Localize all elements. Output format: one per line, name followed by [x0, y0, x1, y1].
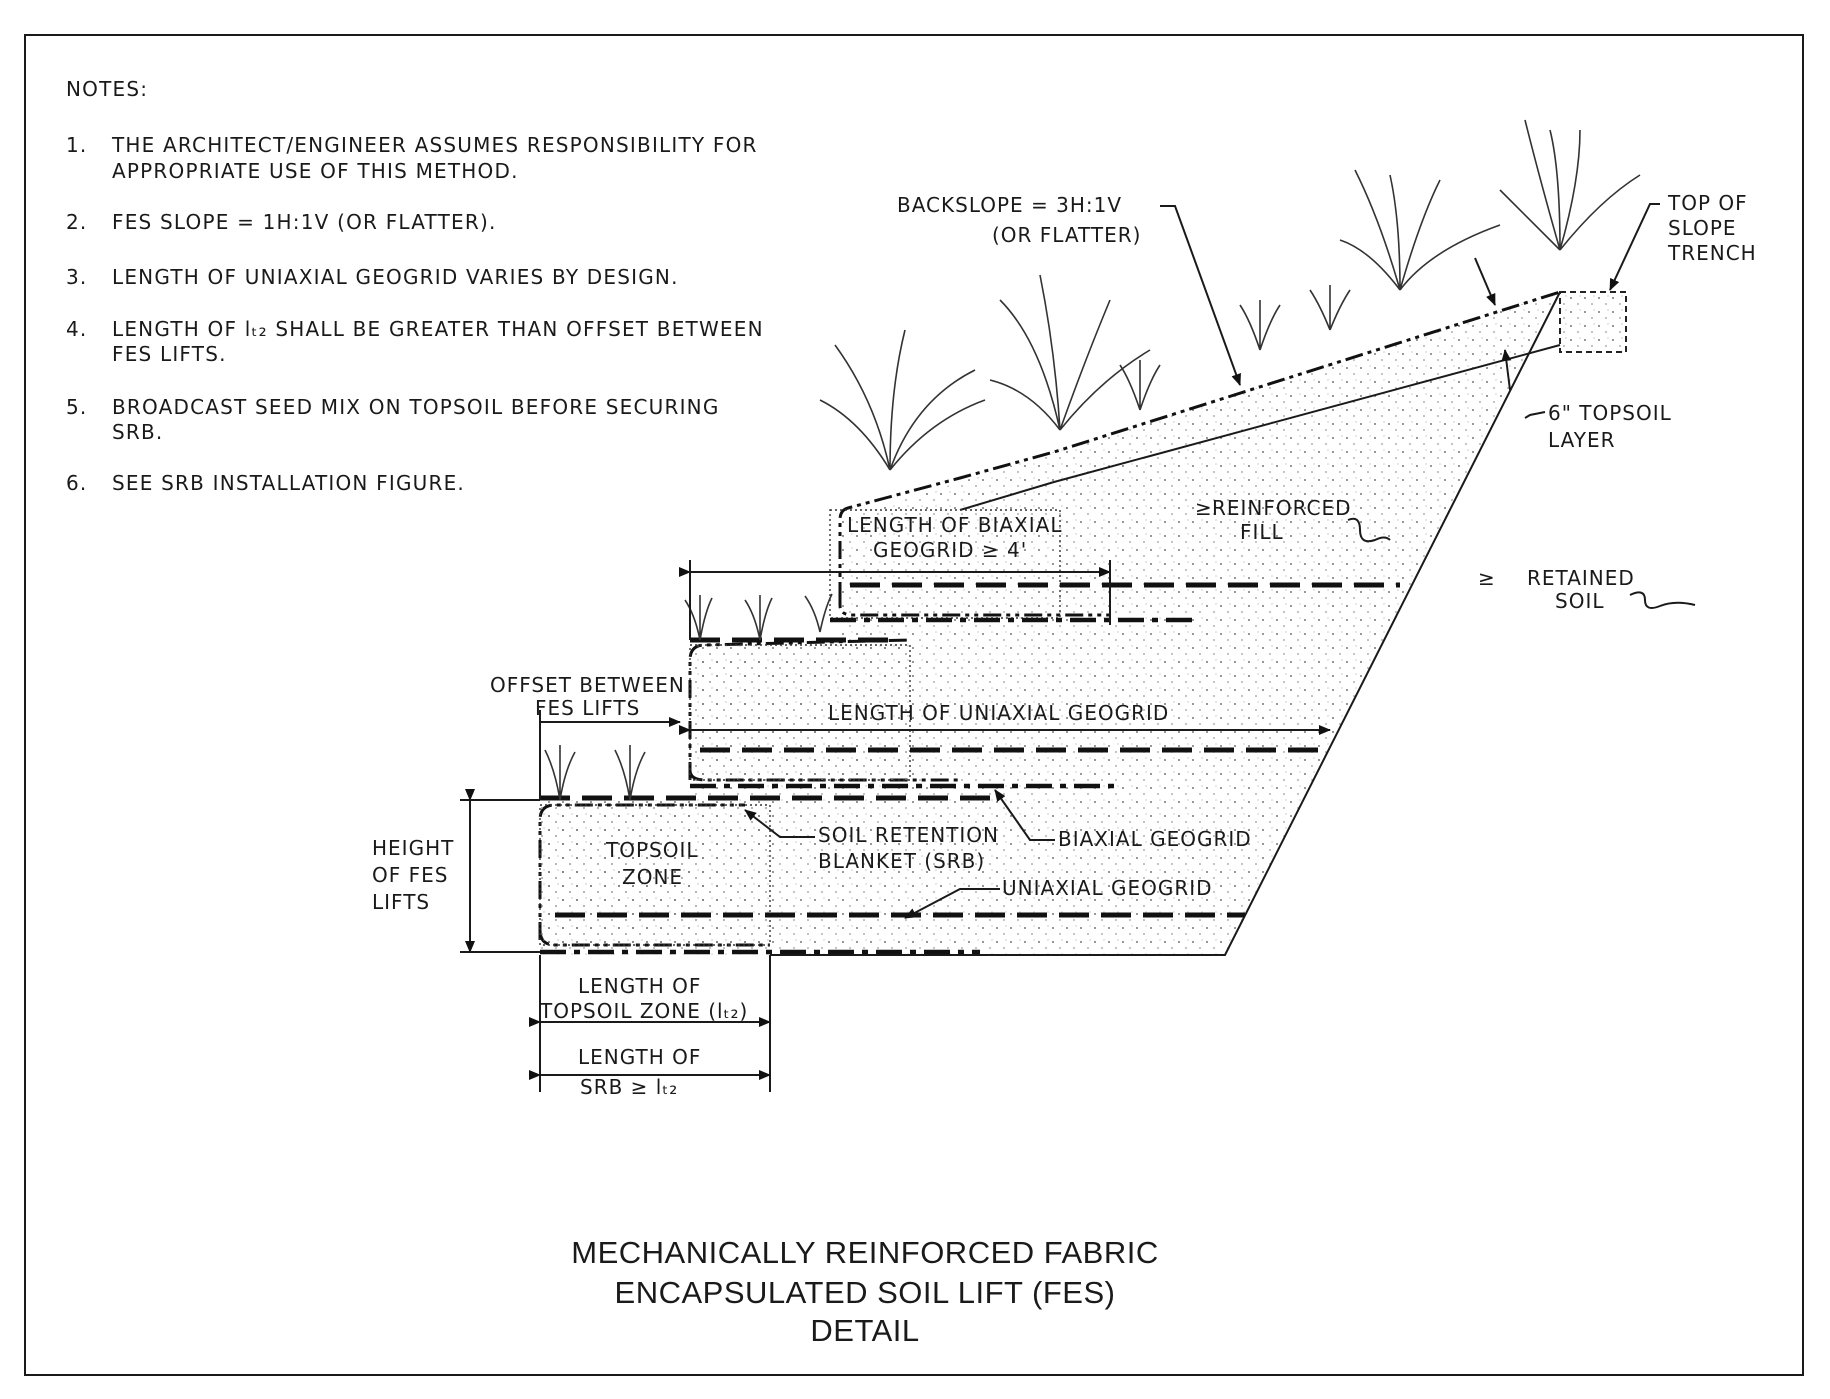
length-uniaxial-label: LENGTH OF UNIAXIAL GEOGRID — [828, 701, 1169, 725]
biaxial-leader — [994, 789, 1055, 841]
trench-label-line-2: SLOPE — [1668, 216, 1737, 240]
topsoil-zone-label-line-1: TOPSOIL — [605, 838, 699, 862]
note-1-line-2: APPROPRIATE USE OF THIS METHOD. — [112, 159, 519, 183]
srb-label-line-1: SOIL RETENTION — [818, 823, 999, 847]
note-6-line-1: SEE SRB INSTALLATION FIGURE. — [112, 471, 465, 495]
grass-lift-upper — [684, 593, 833, 641]
note-3-line-1: LENGTH OF UNIAXIAL GEOGRID VARIES BY DES… — [112, 265, 679, 289]
note-1-number: 1. — [66, 133, 87, 157]
note-2-number: 2. — [66, 210, 87, 234]
grass-lift-lower — [544, 745, 646, 801]
reinforced-fill-label-line-2: FILL — [1240, 520, 1284, 544]
length-topsoil-label-line-1: LENGTH OF — [578, 974, 701, 998]
trench-label-line-1: TOP OF — [1667, 191, 1748, 215]
height-label-line-3: LIFTS — [372, 890, 430, 914]
note-6-number: 6. — [66, 471, 87, 495]
uniaxial-leader — [904, 888, 1000, 919]
length-topsoil-label-line-2: TOPSOIL ZONE (lₜ₂) — [539, 999, 748, 1023]
title-line-3: DETAIL — [810, 1313, 919, 1348]
note-5-number: 5. — [66, 395, 87, 419]
trench-label-line-3: TRENCH — [1667, 241, 1757, 265]
note-1-line-1: THE ARCHITECT/ENGINEER ASSUMES RESPONSIB… — [111, 133, 758, 157]
biaxial-geogrid-label: BIAXIAL GEOGRID — [1058, 827, 1252, 851]
srb-leader — [744, 809, 815, 838]
retained-soil-squiggle — [1629, 591, 1696, 609]
reinforced-fill-label-line-1: REINFORCED — [1212, 496, 1352, 520]
grass-clump-3 — [1339, 169, 1501, 291]
topsoil-thickness-arrow-bottom — [1501, 349, 1512, 391]
offset-label-line-2: FES LIFTS — [535, 696, 640, 720]
topsoil-layer-label-line-1: 6" TOPSOIL — [1548, 401, 1672, 425]
soil-section — [540, 291, 1627, 956]
grass-clump-2 — [989, 274, 1151, 431]
upper-lift-topsoil-zone — [829, 509, 1061, 619]
retained-soil-label-line-1: RETAINED — [1527, 566, 1635, 590]
length-biaxial-label-line-2: GEOGRID ≥ 4' — [873, 538, 1027, 562]
note-5-line-2: SRB. — [112, 420, 163, 444]
title-line-2: ENCAPSULATED SOIL LIFT (FES) — [615, 1275, 1116, 1310]
reinforced-zone-back-boundary — [770, 291, 1561, 956]
topsoil-zone-label-line-2: ZONE — [622, 865, 683, 889]
dimensions — [460, 203, 1696, 1092]
topsoil-thickness-arrow-top — [1474, 257, 1496, 306]
retained-soil-symbol: ≥ — [1478, 566, 1496, 590]
middle-lift-topsoil-zone — [689, 644, 911, 781]
title-line-1: MECHANICALLY REINFORCED FABRIC — [571, 1235, 1158, 1270]
retained-soil-label-line-2: SOIL — [1555, 589, 1604, 613]
srb-upper-lift — [838, 290, 1561, 600]
top-of-slope-trench — [1559, 291, 1627, 353]
note-2-line-1: FES SLOPE = 1H:1V (OR FLATTER). — [112, 210, 497, 234]
fes-lift-middle — [688, 637, 1330, 789]
note-4-line-1: LENGTH OF lₜ₂ SHALL BE GREATER THAN OFFS… — [112, 317, 764, 341]
topsoil-layer-lower-line — [959, 344, 1561, 511]
uniaxial-geogrid-label: UNIAXIAL GEOGRID — [1002, 876, 1213, 900]
reinforced-fill-squiggle — [1347, 517, 1391, 543]
lower-lift-topsoil-zone — [539, 804, 771, 946]
length-srb-label-line-2: SRB ≥ lₜ₂ — [580, 1075, 678, 1099]
grass-clump-small-1 — [1119, 285, 1351, 411]
backslope-label-line-2: (OR FLATTER) — [992, 223, 1141, 247]
backslope-label-line-1: BACKSLOPE = 3H:1V — [897, 193, 1122, 217]
grass-clump-4 — [1499, 119, 1641, 251]
note-4-line-2: FES LIFTS. — [112, 342, 227, 366]
reinforced-fill-area — [540, 292, 1560, 955]
vegetation — [544, 119, 1641, 801]
grass-clump-1 — [819, 329, 986, 471]
note-3-number: 3. — [66, 265, 87, 289]
topsoil-layer-label-line-2: LAYER — [1548, 428, 1615, 452]
height-label-line-1: HEIGHT — [372, 836, 454, 860]
reinforced-fill-symbol: ≥ — [1195, 496, 1213, 520]
diagram-labels: BACKSLOPE = 3H:1V (OR FLATTER) TOP OF SL… — [372, 191, 1757, 1099]
notes-heading: NOTES: — [66, 77, 148, 101]
offset-label-line-1: OFFSET BETWEEN — [490, 673, 685, 697]
note-4-number: 4. — [66, 317, 87, 341]
srb-upper-lift-bottom — [838, 590, 1110, 617]
backslope-leader — [1160, 205, 1241, 386]
length-srb-label-line-1: LENGTH OF — [578, 1045, 701, 1069]
fes-lift-upper — [829, 290, 1561, 623]
srb-label-line-2: BLANKET (SRB) — [818, 849, 985, 873]
trench-leader — [1609, 203, 1660, 291]
drawing-title: MECHANICALLY REINFORCED FABRIC ENCAPSULA… — [571, 1235, 1158, 1348]
height-label-line-2: OF FES — [372, 863, 448, 887]
notes-block: NOTES: 1. THE ARCHITECT/ENGINEER ASSUMES… — [66, 77, 764, 495]
length-biaxial-label-line-1: LENGTH OF BIAXIAL — [847, 513, 1062, 537]
note-5-line-1: BROADCAST SEED MIX ON TOPSOIL BEFORE SEC… — [112, 395, 720, 419]
topsoil-layer-leader — [1524, 411, 1546, 419]
fes-lift-lower — [538, 795, 1245, 955]
